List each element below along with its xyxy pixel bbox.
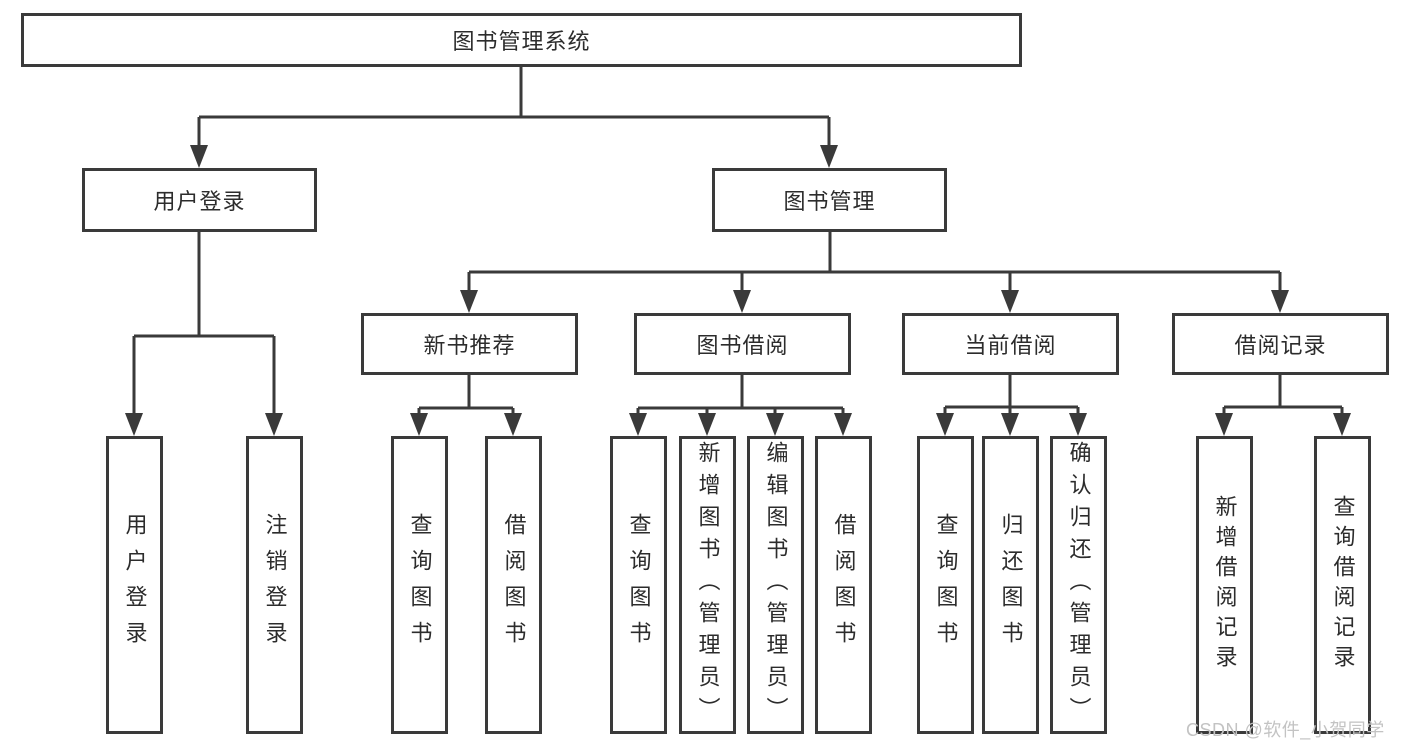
csdn-watermark: CSDN @软件_小贺同学 bbox=[1186, 720, 1385, 740]
node-book-management: 图书管理 bbox=[712, 168, 947, 232]
leaf-label: 新增借阅记录 bbox=[1212, 495, 1238, 675]
leaf-label: 用户登录 bbox=[122, 513, 148, 657]
leaf-label: 查询图书 bbox=[407, 513, 433, 657]
leaf-current-return-books: 归还图书 bbox=[982, 436, 1039, 734]
node-label: 新书推荐 bbox=[423, 333, 516, 358]
node-current-borrow: 当前借阅 bbox=[902, 313, 1119, 375]
leaf-recommend-query-books: 查询图书 bbox=[391, 436, 448, 734]
leaf-label: 注销登录 bbox=[262, 513, 288, 657]
leaf-records-query-borrow-record: 查询借阅记录 bbox=[1314, 436, 1371, 734]
leaf-label: 借阅图书 bbox=[831, 513, 857, 657]
leaf-label: 查询图书 bbox=[933, 513, 959, 657]
leaf-logout: 注销登录 bbox=[246, 436, 303, 734]
leaf-label: 查询借阅记录 bbox=[1330, 495, 1356, 675]
node-label: 图书管理 bbox=[783, 189, 876, 214]
leaf-current-query-books: 查询图书 bbox=[917, 436, 974, 734]
node-library-management-system: 图书管理系统 bbox=[21, 13, 1022, 67]
node-label: 借阅记录 bbox=[1234, 333, 1327, 358]
node-label: 图书管理系统 bbox=[452, 29, 591, 54]
node-label: 当前借阅 bbox=[964, 333, 1057, 358]
leaf-user-login: 用户登录 bbox=[106, 436, 163, 734]
leaf-borrow-query-books: 查询图书 bbox=[610, 436, 667, 734]
leaf-borrow-add-books-admin: 新增图书（管理员） bbox=[679, 436, 736, 734]
leaf-recommend-borrow-books: 借阅图书 bbox=[485, 436, 542, 734]
leaf-label: 新增图书（管理员） bbox=[695, 441, 721, 729]
leaf-borrow-borrow-books: 借阅图书 bbox=[815, 436, 872, 734]
leaf-label: 查询图书 bbox=[626, 513, 652, 657]
leaf-borrow-edit-books-admin: 编辑图书（管理员） bbox=[747, 436, 804, 734]
leaf-label: 借阅图书 bbox=[501, 513, 527, 657]
node-new-book-recommend: 新书推荐 bbox=[361, 313, 578, 375]
leaf-current-confirm-return-admin: 确认归还（管理员） bbox=[1050, 436, 1107, 734]
leaf-label: 确认归还（管理员） bbox=[1066, 441, 1092, 729]
leaf-records-add-borrow-record: 新增借阅记录 bbox=[1196, 436, 1253, 734]
node-label: 用户登录 bbox=[153, 189, 246, 214]
leaf-label: 编辑图书（管理员） bbox=[763, 441, 789, 729]
node-borrow-records: 借阅记录 bbox=[1172, 313, 1389, 375]
node-book-borrow: 图书借阅 bbox=[634, 313, 851, 375]
node-user-login: 用户登录 bbox=[82, 168, 317, 232]
leaf-label: 归还图书 bbox=[998, 513, 1024, 657]
node-label: 图书借阅 bbox=[696, 333, 789, 358]
